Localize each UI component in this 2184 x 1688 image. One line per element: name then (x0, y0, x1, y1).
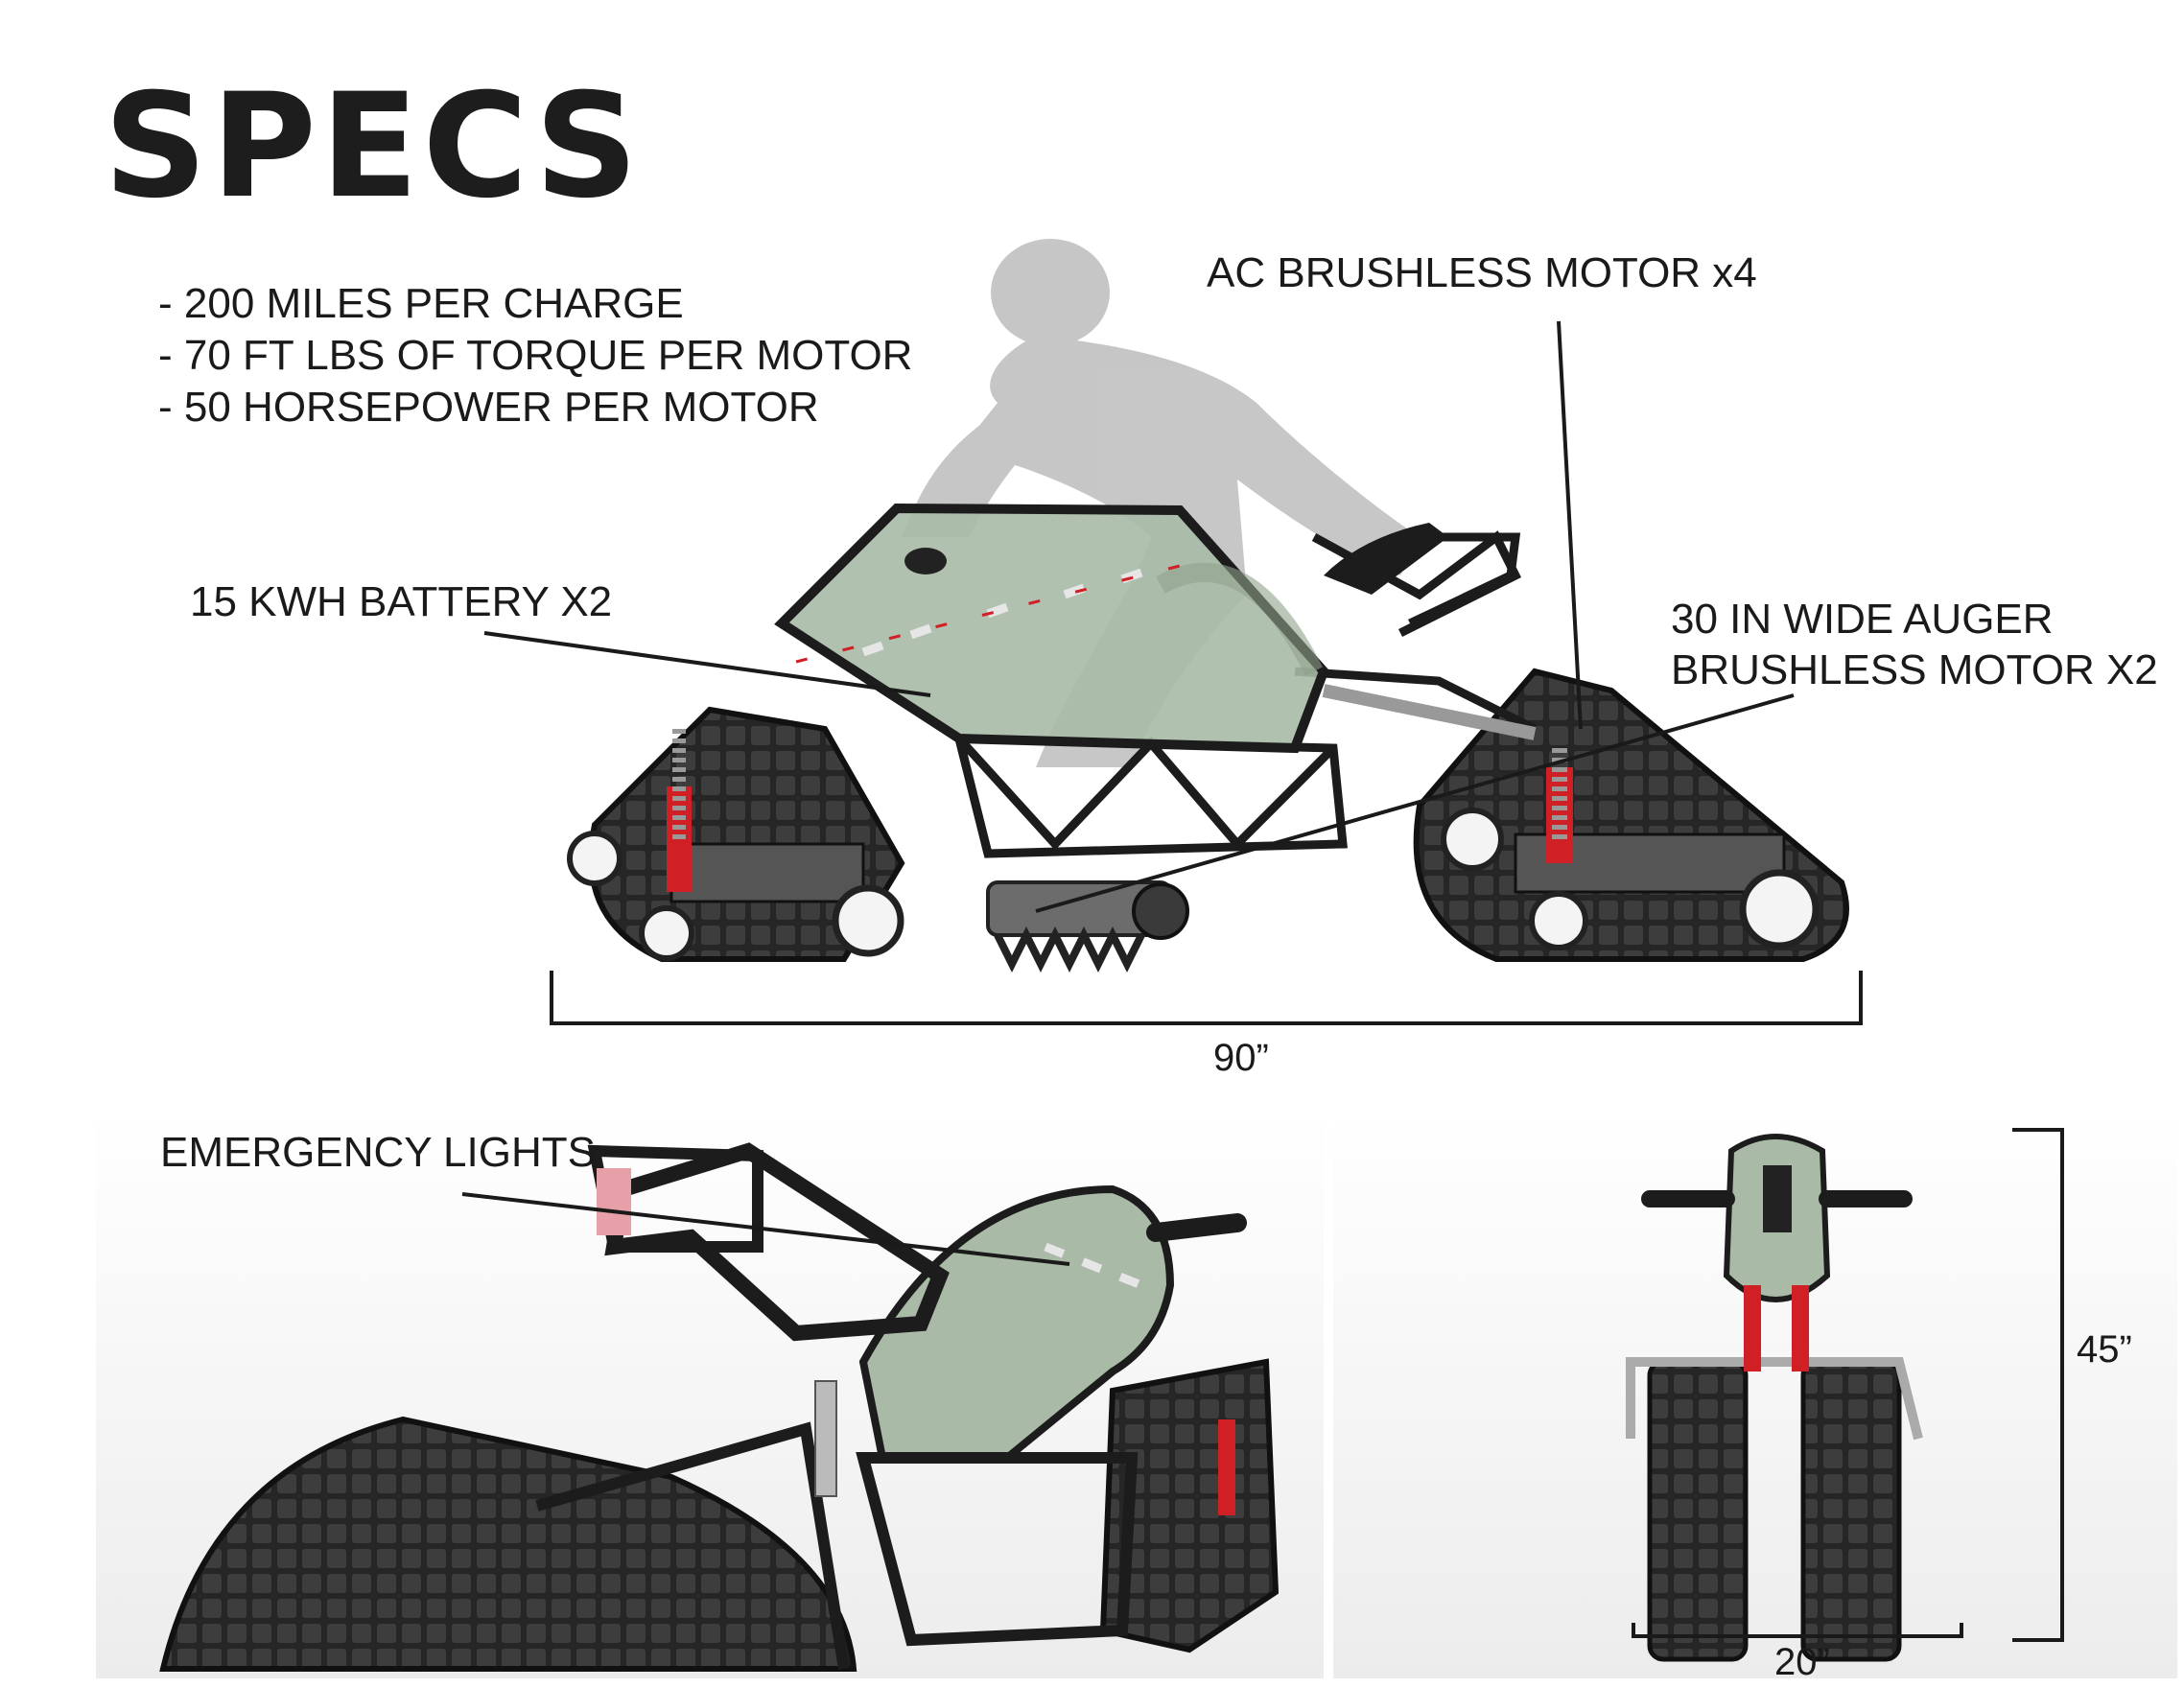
side-view (567, 239, 1849, 973)
spec-list: - 200 MILES PER CHARGE - 70 FT LBS OF TO… (158, 278, 912, 434)
dimension-height: 45” (2077, 1328, 2132, 1371)
spec-item: - 70 FT LBS OF TORQUE PER MOTOR (158, 332, 913, 379)
spec-item: - 50 HORSEPOWER PER MOTOR (158, 384, 819, 431)
leader-motor (1557, 320, 1583, 730)
callout-lights: EMERGENCY LIGHTS (160, 1129, 596, 1176)
length-bracket (550, 971, 1863, 1025)
seat (1324, 523, 1448, 595)
callout-auger-line2: BRUSHLESS MOTOR X2 (1671, 646, 2158, 693)
callout-battery: 15 KWH BATTERY X2 (190, 578, 613, 625)
dimension-length: 90” (1213, 1037, 1269, 1079)
callout-leaders (461, 320, 1795, 1266)
callout-motor: AC BRUSHLESS MOTOR x4 (1207, 249, 1757, 296)
height-bracket (2012, 1128, 2064, 1642)
width-bracket (1632, 1623, 1963, 1638)
callout-auger-line1: 30 IN WIDE AUGER (1671, 596, 2054, 643)
spec-item: - 200 MILES PER CHARGE (158, 280, 684, 327)
leader-battery (483, 631, 931, 697)
leader-lights (461, 1192, 1070, 1266)
fuel-cap-icon (904, 548, 947, 574)
rear-track (1413, 668, 1849, 962)
dimension-width: 20” (1774, 1641, 1830, 1683)
dimension-brackets (550, 971, 2064, 1642)
emergency-light-icon (597, 1168, 631, 1235)
front-view (1626, 1134, 1923, 1662)
auger (986, 880, 1189, 973)
rear-three-quarter-view (159, 1142, 1280, 1672)
leader-auger (1035, 693, 1795, 913)
page-title: SPECS (104, 63, 643, 230)
front-track (567, 706, 905, 962)
